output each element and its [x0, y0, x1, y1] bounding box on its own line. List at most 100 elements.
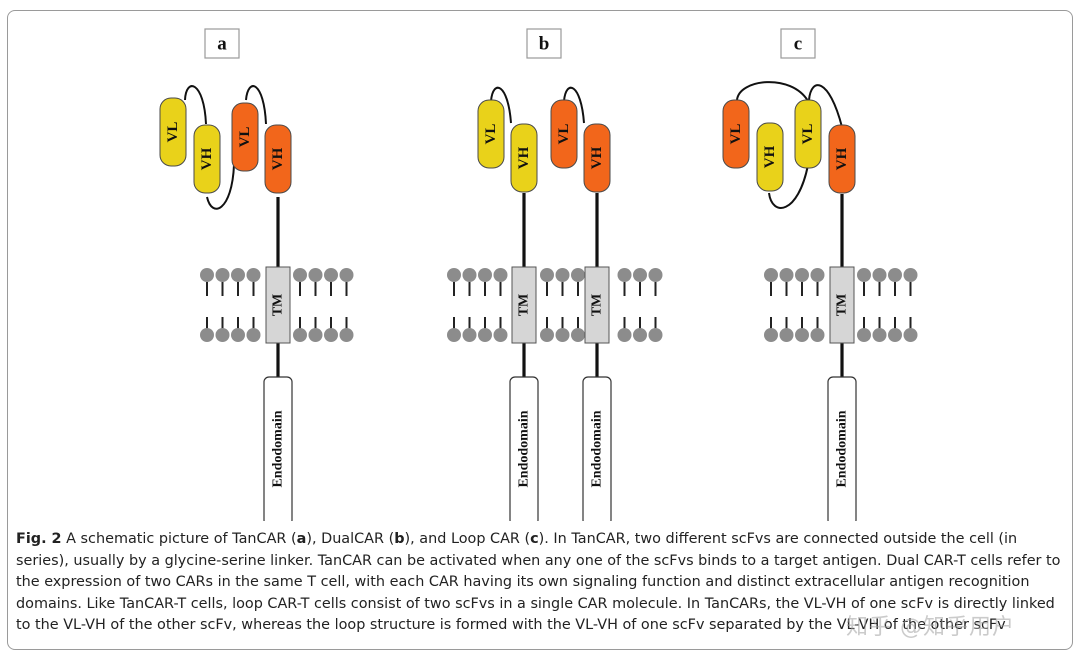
vh-domain-a-2-label: VH: [270, 147, 286, 170]
membrane-b-head: [571, 328, 585, 342]
tm-domain-b-1: [511, 266, 537, 344]
membrane-c-head: [795, 328, 809, 342]
membrane-b-head: [462, 268, 477, 282]
membrane-a-head: [215, 268, 230, 282]
linker-a1: [184, 85, 207, 125]
vl-domain-a-2-label: VL: [237, 127, 253, 148]
vl-domain-b-1: [477, 99, 505, 169]
membrane-a-head: [231, 268, 245, 282]
membrane-b-head: [648, 328, 663, 342]
vl-domain-c-1-label: VL: [728, 124, 744, 145]
membrane-a-head: [339, 268, 354, 282]
vh-domain-a-2: [264, 124, 292, 194]
figure-label: Fig. 2: [16, 531, 62, 547]
membrane-c-head: [779, 328, 794, 342]
membrane-b-head: [447, 268, 461, 282]
panel-label-b: b: [539, 34, 550, 55]
vh-domain-a-1-label: VH: [199, 147, 215, 170]
vh-domain-c-2-label: VH: [834, 147, 850, 170]
figure-caption: Fig. 2 A schematic picture of TanCAR (a)…: [16, 531, 1061, 634]
vl-domain-b-1-label: VL: [483, 124, 499, 145]
membrane-a-head: [308, 268, 323, 282]
membrane-c-head: [764, 328, 778, 342]
vl-domain-c-2-label: VL: [800, 124, 816, 145]
vh-domain-b-2: [583, 123, 611, 193]
vl-domain-a-1: [159, 97, 187, 167]
membrane-b-head: [617, 328, 632, 342]
vl-domain-b-2-label: VL: [556, 124, 572, 145]
linker-c1: [736, 81, 809, 102]
tm-domain-a-label: TM: [271, 294, 286, 317]
vh-domain-c-1: [756, 122, 784, 192]
linker-c3: [808, 84, 843, 128]
tm-domain-b-1-label: TM: [517, 294, 532, 317]
panel-label-c-box: [780, 28, 816, 59]
tm-domain-c: [829, 266, 855, 344]
endodomain-b-2: [582, 376, 612, 521]
membrane-b-head: [478, 328, 492, 342]
membrane-b-head: [493, 268, 508, 282]
vl-domain-b-2: [550, 99, 578, 169]
membrane-a-head: [293, 268, 307, 282]
membrane-c-head: [903, 328, 918, 342]
membrane-a-head: [293, 328, 307, 342]
panel-label-b-box: [526, 28, 562, 59]
tm-domain-a: [265, 266, 291, 344]
membrane-a-head: [308, 328, 323, 342]
membrane-a-head: [324, 328, 338, 342]
panel-label-c: c: [794, 34, 802, 55]
endodomain-a: [263, 376, 293, 521]
membrane-a-head: [200, 328, 214, 342]
endodomain-b-1: [509, 376, 539, 521]
membrane-a-head: [324, 268, 338, 282]
vh-domain-b-2-label: VH: [589, 146, 605, 169]
tm-domain-c-label: TM: [835, 294, 850, 317]
membrane-b-head: [447, 328, 461, 342]
membrane-a-head: [246, 268, 261, 282]
vh-domain-c-1-label: VH: [762, 145, 778, 168]
linker-b2: [563, 86, 585, 124]
membrane-c-head: [764, 268, 778, 282]
membrane-b-head: [617, 268, 632, 282]
panel-label-a-box: [204, 28, 240, 59]
membrane-a-head: [339, 328, 354, 342]
endodomain-c-label: Endodomain: [835, 410, 850, 487]
linker-c2: [768, 164, 809, 209]
car-schematic-diagram: aVL VH VL VH TM Endodomain bVL VH VL VH TM TM Endodo…: [159, 28, 918, 521]
membrane-c-head: [903, 268, 918, 282]
membrane-c-head: [872, 268, 887, 282]
membrane-a-head: [200, 268, 214, 282]
endodomain-b-1-label: Endodomain: [517, 410, 532, 487]
linker-a2: [206, 164, 235, 210]
vl-domain-c-2: [794, 99, 822, 169]
membrane-b-head: [540, 268, 554, 282]
membrane-b-head: [555, 268, 570, 282]
membrane-a-head: [231, 328, 245, 342]
membrane-b-head: [633, 268, 647, 282]
vh-domain-a-1: [193, 124, 221, 194]
membrane-c-head: [810, 268, 825, 282]
linker-b1: [490, 86, 512, 124]
membrane-a-head: [246, 328, 261, 342]
membrane-b-head: [648, 268, 663, 282]
tm-domain-b-2: [584, 266, 610, 344]
panel-label-a: a: [217, 34, 227, 55]
vh-domain-b-1-label: VH: [516, 146, 532, 169]
vh-domain-b-1: [510, 123, 538, 193]
membrane-c-head: [888, 268, 902, 282]
watermark-text: 知乎 @知乎用户: [846, 615, 1015, 640]
tm-domain-b-2-label: TM: [590, 294, 605, 317]
membrane-c-head: [779, 268, 794, 282]
membrane-c-head: [857, 268, 871, 282]
membrane-b-head: [478, 268, 492, 282]
vl-domain-a-1-label: VL: [165, 122, 181, 143]
membrane-b-head: [555, 328, 570, 342]
membrane-c-head: [872, 328, 887, 342]
endodomain-b-2-label: Endodomain: [590, 410, 605, 487]
membrane-b-head: [462, 328, 477, 342]
membrane-c-head: [888, 328, 902, 342]
vl-domain-c-1: [722, 99, 750, 169]
linker-a3: [245, 85, 267, 125]
membrane-b-head: [540, 328, 554, 342]
